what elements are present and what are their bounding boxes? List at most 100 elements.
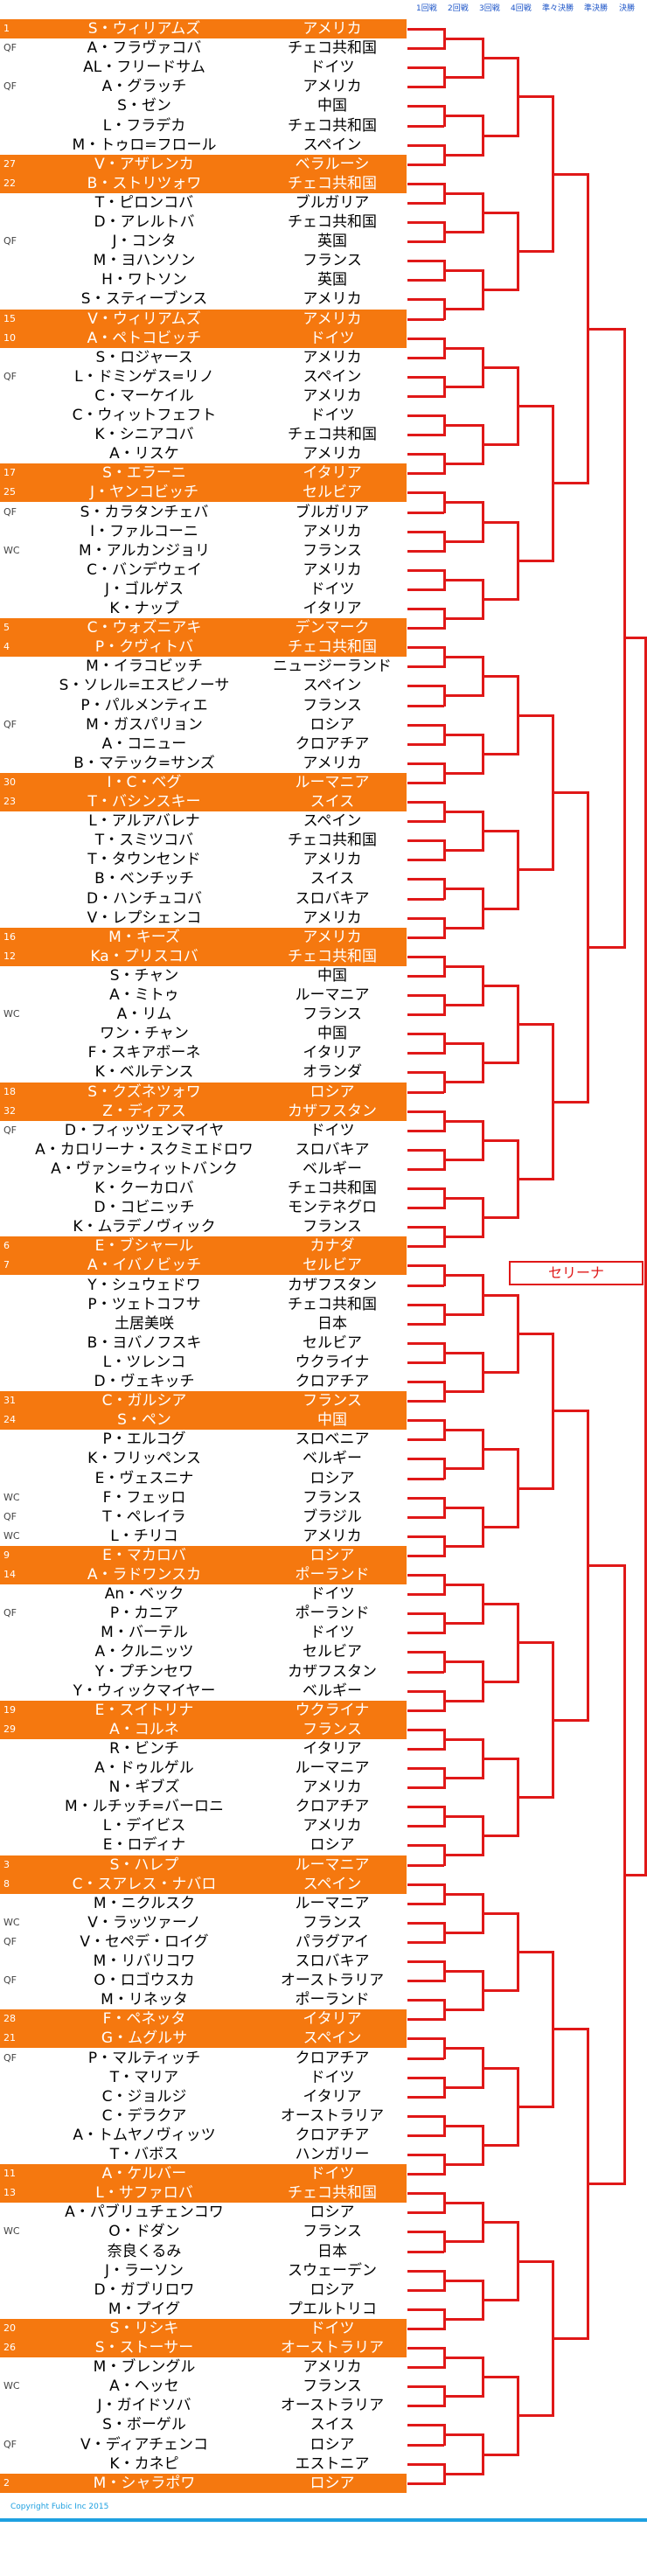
- player-name[interactable]: C・ジョルジ: [101, 2087, 187, 2106]
- player-name[interactable]: J・コンタ: [112, 233, 177, 251]
- player-name[interactable]: A・ドゥルゲル: [94, 1759, 194, 1777]
- player-name[interactable]: J・ガイドソバ: [97, 2397, 191, 2415]
- player-name[interactable]: V・セペデ・ロイグ: [80, 1932, 209, 1951]
- player-name[interactable]: M・シャラポワ: [93, 2474, 196, 2492]
- player-name[interactable]: A・トムヤノヴィッツ: [73, 2126, 216, 2144]
- player-name[interactable]: S・スティーブンス: [80, 290, 208, 309]
- player-name[interactable]: C・スアレス・ナバロ: [72, 1875, 217, 1893]
- player-name[interactable]: C・ウォズニアキ: [87, 619, 202, 637]
- player-name[interactable]: E・ロディナ: [102, 1836, 186, 1855]
- player-name[interactable]: S・カラタンチェバ: [80, 503, 209, 521]
- player-name[interactable]: D・ハンチュコバ: [86, 889, 203, 908]
- player-name[interactable]: O・ロゴウスカ: [94, 1972, 195, 1990]
- player-name[interactable]: P・カニア: [109, 1605, 179, 1623]
- player-name[interactable]: P・エルコグ: [102, 1431, 186, 1449]
- player-name[interactable]: T・マリア: [109, 2068, 179, 2086]
- player-name[interactable]: S・ハレプ: [109, 1855, 179, 1874]
- player-name[interactable]: Y・シュウェドワ: [87, 1276, 201, 1294]
- player-name[interactable]: 土居美咲: [115, 1314, 174, 1333]
- player-name[interactable]: A・ミトゥ: [109, 986, 179, 1004]
- player-name[interactable]: L・フラデカ: [102, 116, 186, 135]
- player-name[interactable]: M・ニクルスク: [93, 1894, 196, 1912]
- player-name[interactable]: E・スイトリナ: [94, 1701, 194, 1719]
- player-name[interactable]: 奈良くるみ: [107, 2242, 182, 2260]
- player-name[interactable]: A・パブリュチェンコワ: [65, 2204, 224, 2222]
- player-name[interactable]: M・アルカンジョリ: [79, 541, 210, 560]
- player-name[interactable]: C・バンデウェイ: [87, 560, 202, 579]
- player-name[interactable]: E・ブシャール: [94, 1237, 194, 1256]
- player-name[interactable]: L・アルアバレナ: [88, 812, 200, 831]
- player-name[interactable]: A・イバノビッチ: [87, 1257, 202, 1275]
- player-name[interactable]: M・バーテル: [101, 1624, 188, 1642]
- player-name[interactable]: A・コルネ: [109, 1720, 179, 1738]
- player-name[interactable]: C・マーケイル: [94, 386, 194, 405]
- player-name[interactable]: A・ヴァン=ウィットバンク: [51, 1159, 238, 1178]
- player-name[interactable]: Z・ディアス: [102, 1102, 186, 1120]
- player-name[interactable]: M・ルチッチ=バーロニ: [65, 1798, 224, 1816]
- player-name[interactable]: B・ストリツォワ: [87, 174, 202, 192]
- player-name[interactable]: J・ヤンコビッチ: [89, 484, 198, 502]
- player-name[interactable]: M・ガスパリョン: [86, 715, 203, 734]
- player-name[interactable]: S・ストーサー: [94, 2339, 194, 2357]
- player-name[interactable]: K・ムラデノヴィック: [73, 1218, 216, 1236]
- player-name[interactable]: S・チャン: [109, 966, 179, 985]
- player-name[interactable]: D・コビニッチ: [94, 1199, 195, 1217]
- player-name[interactable]: F・ペネッタ: [102, 2010, 186, 2029]
- player-name[interactable]: M・プイグ: [108, 2300, 181, 2318]
- player-name[interactable]: S・ペン: [117, 1411, 171, 1430]
- player-name[interactable]: K・シニアコバ: [94, 426, 194, 444]
- player-name[interactable]: A・リスケ: [109, 445, 179, 463]
- player-name[interactable]: B・ヨバノフスキ: [87, 1333, 202, 1352]
- player-name[interactable]: E・ヴェスニナ: [94, 1469, 194, 1487]
- player-name[interactable]: D・フィッツェンマイヤ: [64, 1121, 225, 1139]
- player-name[interactable]: B・マテック=サンズ: [73, 754, 215, 772]
- player-name[interactable]: L・ツレンコ: [102, 1353, 186, 1371]
- player-name[interactable]: P・パルメンティエ: [80, 696, 208, 714]
- player-name[interactable]: P・クヴィトバ: [94, 638, 194, 657]
- player-name[interactable]: A・クルニッツ: [94, 1643, 194, 1661]
- player-name[interactable]: AL・フリードサム: [83, 59, 205, 77]
- player-name[interactable]: J・ラーソン: [104, 2261, 184, 2280]
- player-name[interactable]: K・ナップ: [109, 600, 179, 617]
- player-name[interactable]: V・ラッツァーノ: [87, 1913, 201, 1932]
- player-name[interactable]: K・カネピ: [109, 2454, 179, 2473]
- player-name[interactable]: V・ディアチェンコ: [80, 2435, 209, 2454]
- player-name[interactable]: O・ドダン: [108, 2223, 180, 2241]
- player-name[interactable]: S・リシキ: [109, 2319, 179, 2337]
- player-name[interactable]: P・マルティッチ: [87, 2049, 201, 2067]
- player-name[interactable]: M・ヨハンソン: [93, 252, 196, 270]
- player-name[interactable]: A・リム: [116, 1006, 172, 1024]
- player-name[interactable]: D・ヴェキッチ: [94, 1373, 195, 1390]
- player-name[interactable]: S・ウィリアムズ: [87, 20, 201, 38]
- player-name[interactable]: M・イラコビッチ: [86, 658, 203, 676]
- player-name[interactable]: A・コニュー: [101, 735, 187, 753]
- player-name[interactable]: V・ウィリアムズ: [87, 310, 201, 328]
- player-name[interactable]: M・リバリコワ: [93, 1953, 196, 1970]
- player-name[interactable]: F・スキアボーネ: [87, 1044, 201, 1062]
- player-name[interactable]: T・ペレイラ: [102, 1507, 186, 1526]
- player-name[interactable]: G・ムグルサ: [101, 2029, 188, 2048]
- player-name[interactable]: N・ギブズ: [108, 1779, 180, 1797]
- player-name[interactable]: A・ヘッセ: [109, 2378, 179, 2396]
- player-name[interactable]: A・ケルバー: [101, 2165, 187, 2183]
- player-name[interactable]: B・ベンチッチ: [94, 870, 194, 888]
- player-name[interactable]: K・フリッペンス: [87, 1450, 201, 1468]
- player-name[interactable]: K・クーカロバ: [94, 1180, 194, 1197]
- player-name[interactable]: P・ツェトコフサ: [87, 1295, 201, 1313]
- player-name[interactable]: M・キーズ: [108, 928, 180, 946]
- player-name[interactable]: I・ファルコーニ: [90, 522, 198, 540]
- player-name[interactable]: An・ベック: [104, 1585, 184, 1604]
- player-name[interactable]: T・スミツコバ: [94, 832, 194, 850]
- player-name[interactable]: A・ペトコビッチ: [87, 329, 202, 347]
- player-name[interactable]: A・カロリーナ・スクミエドロワ: [35, 1140, 254, 1159]
- player-name[interactable]: S・ゼン: [117, 97, 171, 115]
- player-name[interactable]: T・バシンスキー: [87, 793, 201, 811]
- player-name[interactable]: V・アザレンカ: [94, 155, 194, 173]
- player-name[interactable]: H・ワトソン: [101, 271, 187, 289]
- player-name[interactable]: T・タウンセンド: [87, 851, 201, 869]
- player-name[interactable]: Y・ウィックマイヤー: [73, 1681, 216, 1700]
- player-name[interactable]: M・リネッタ: [101, 1991, 188, 2009]
- player-name[interactable]: D・ガブリロワ: [94, 2280, 195, 2299]
- player-name[interactable]: Ka・プリスコバ: [90, 947, 198, 965]
- player-name[interactable]: A・グラッチ: [101, 78, 187, 96]
